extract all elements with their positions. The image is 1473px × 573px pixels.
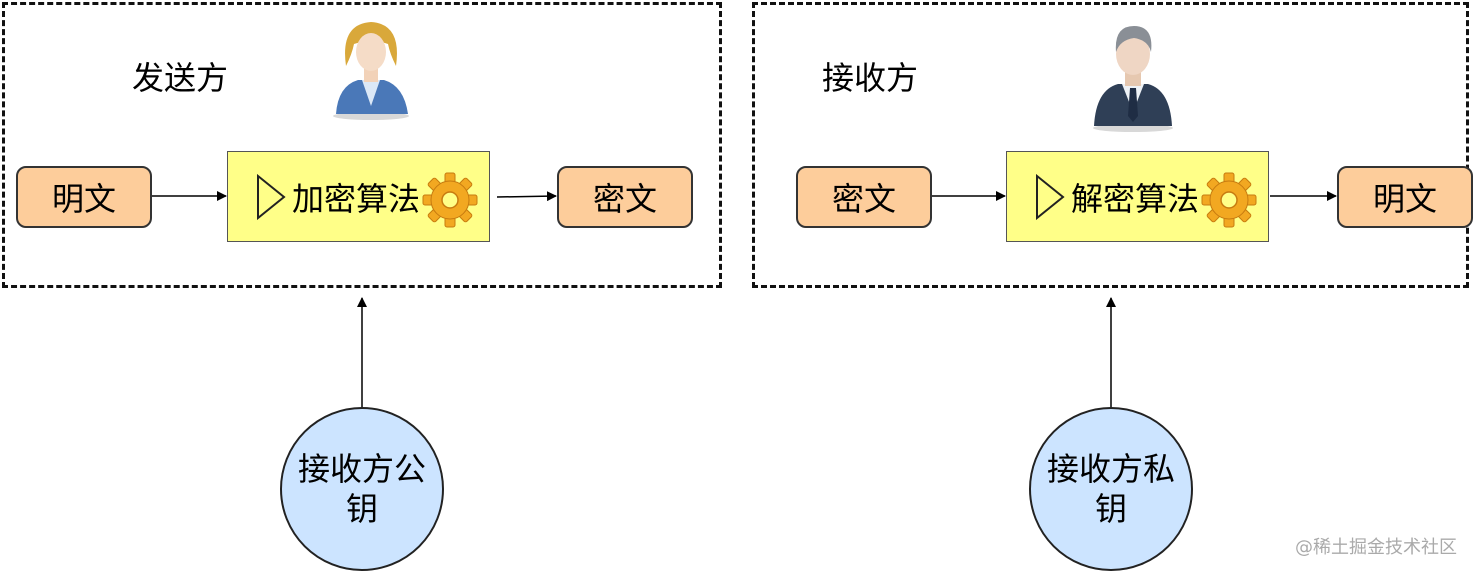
sender-plaintext-box: 明文 (16, 166, 152, 228)
play-triangle-icon (257, 173, 286, 220)
decryption-algorithm-box: 解密算法 (1006, 151, 1269, 242)
public-key-label-line1: 接收方公 (297, 450, 426, 488)
private-key-label-line2: 钥 (1094, 490, 1127, 528)
watermark: @稀土掘金技术社区 (1295, 537, 1457, 558)
receiver-ciphertext-label: 密文 (831, 180, 896, 218)
man-user-icon (1088, 16, 1178, 136)
receiver-plaintext-box: 明文 (1337, 166, 1473, 228)
encryption-algorithm-box: 加密算法 (227, 151, 490, 242)
gear-icon (1201, 172, 1257, 228)
woman-user-icon (328, 14, 414, 124)
play-triangle-icon (1036, 173, 1065, 220)
public-key-circle: 接收方公 钥 (280, 407, 444, 571)
gear-icon (422, 172, 478, 228)
sender-ciphertext-label: 密文 (592, 180, 657, 218)
sender-ciphertext-box: 密文 (557, 166, 693, 228)
public-key-label-line2: 钥 (345, 490, 378, 528)
sender-panel (2, 2, 722, 288)
receiver-title: 接收方 (822, 59, 919, 97)
receiver-plaintext-label: 明文 (1372, 180, 1437, 218)
receiver-panel (752, 2, 1469, 288)
sender-title: 发送方 (132, 59, 229, 97)
encryption-to-ciphertext-arrow (496, 191, 557, 202)
decryption-algorithm-label: 解密算法 (1071, 179, 1200, 218)
encryption-algorithm-label: 加密算法 (292, 179, 421, 218)
private-key-label-line1: 接收方私 (1046, 450, 1175, 488)
private-key-circle: 接收方私 钥 (1029, 407, 1193, 571)
sender-plaintext-label: 明文 (51, 180, 116, 218)
receiver-ciphertext-box: 密文 (796, 166, 932, 228)
